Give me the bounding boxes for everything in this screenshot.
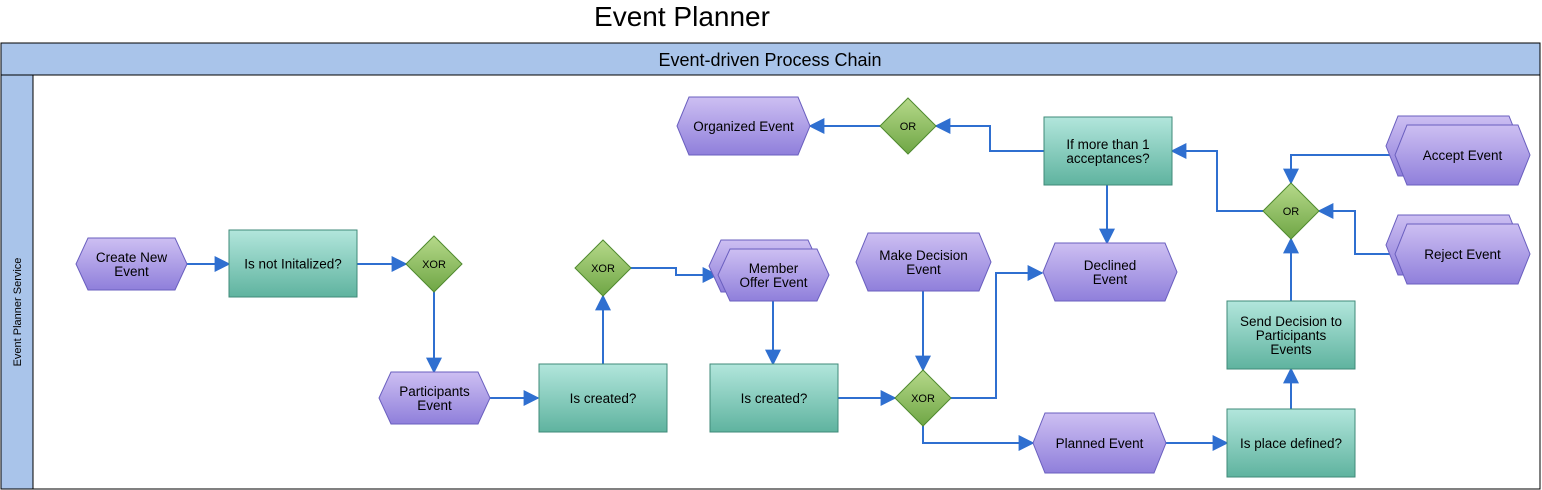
node-label: Participants xyxy=(1256,328,1327,343)
node-label: Create New xyxy=(96,250,168,265)
event-organized-event[interactable]: Organized Event xyxy=(676,96,811,156)
pool-label: Event-driven Process Chain xyxy=(658,50,881,70)
event-accept-event[interactable]: Accept Event xyxy=(1385,115,1531,186)
gateway-label: OR xyxy=(1283,206,1300,218)
gateway-label: OR xyxy=(900,121,917,133)
gateway-label: XOR xyxy=(422,259,446,271)
event-reject-event[interactable]: Reject Event xyxy=(1385,214,1531,285)
node-label: Is created? xyxy=(570,391,637,406)
gateway-or-top[interactable]: OR xyxy=(879,97,937,155)
function-is-place-defined[interactable]: Is place defined? xyxy=(1226,408,1356,478)
function-is-created-1[interactable]: Is created? xyxy=(538,363,668,433)
function-is-not-initialized[interactable]: Is not Initalized? xyxy=(228,229,358,298)
connectors xyxy=(186,118,1395,451)
node-label: Declined xyxy=(1084,258,1137,273)
node-label: Is place defined? xyxy=(1240,436,1342,451)
node-label: If more than 1 xyxy=(1066,137,1149,152)
function-is-created-2[interactable]: Is created? xyxy=(709,363,839,433)
connector-xor3-to-declined xyxy=(951,265,1044,399)
gateway-label: XOR xyxy=(591,263,615,275)
node-label: Event xyxy=(114,264,149,279)
connector-xor2-to-member xyxy=(631,267,719,283)
connector-ifmore-to-ortop xyxy=(934,118,1044,152)
gateway-xor-3[interactable]: XOR xyxy=(894,369,952,427)
node-label: Is created? xyxy=(741,391,808,406)
gateway-xor-1[interactable]: XOR xyxy=(405,235,463,293)
node-label: Event xyxy=(1093,272,1128,287)
node-label: Accept Event xyxy=(1423,148,1503,163)
lane-header xyxy=(0,74,34,490)
connector-orright-to-ifmore xyxy=(1170,143,1263,212)
node-label: Member xyxy=(749,261,799,276)
node-label: Event xyxy=(417,398,452,413)
node-label: Make Decision xyxy=(879,248,968,263)
node-label: acceptances? xyxy=(1066,151,1149,166)
node-label: Event xyxy=(906,262,941,277)
node-label: Planned Event xyxy=(1056,436,1144,451)
node-label: Participants xyxy=(399,384,470,399)
connector-reject-to-orright xyxy=(1317,203,1395,255)
node-label: Offer Event xyxy=(739,275,807,290)
diagram-title: Event Planner xyxy=(594,1,770,32)
node-label: Is not Initalized? xyxy=(244,257,342,272)
event-planned-event[interactable]: Planned Event xyxy=(1032,412,1167,474)
connector-accept-to-orright xyxy=(1283,154,1395,185)
connector-xor3-to-planned xyxy=(922,426,1035,451)
gateway-or-right[interactable]: OR xyxy=(1262,182,1320,240)
gateway-label: XOR xyxy=(911,393,935,405)
node-label: Organized Event xyxy=(693,119,794,134)
node-label: Events xyxy=(1270,342,1312,357)
node-label: Send Decision to xyxy=(1240,314,1342,329)
nodes: Create NewEventParticipantsEventMemberOf… xyxy=(75,96,1531,478)
node-label: Reject Event xyxy=(1424,247,1501,262)
lane-label: Event Planner Service xyxy=(12,258,24,367)
gateway-xor-2[interactable]: XOR xyxy=(574,239,632,297)
pool-header xyxy=(0,42,1541,76)
